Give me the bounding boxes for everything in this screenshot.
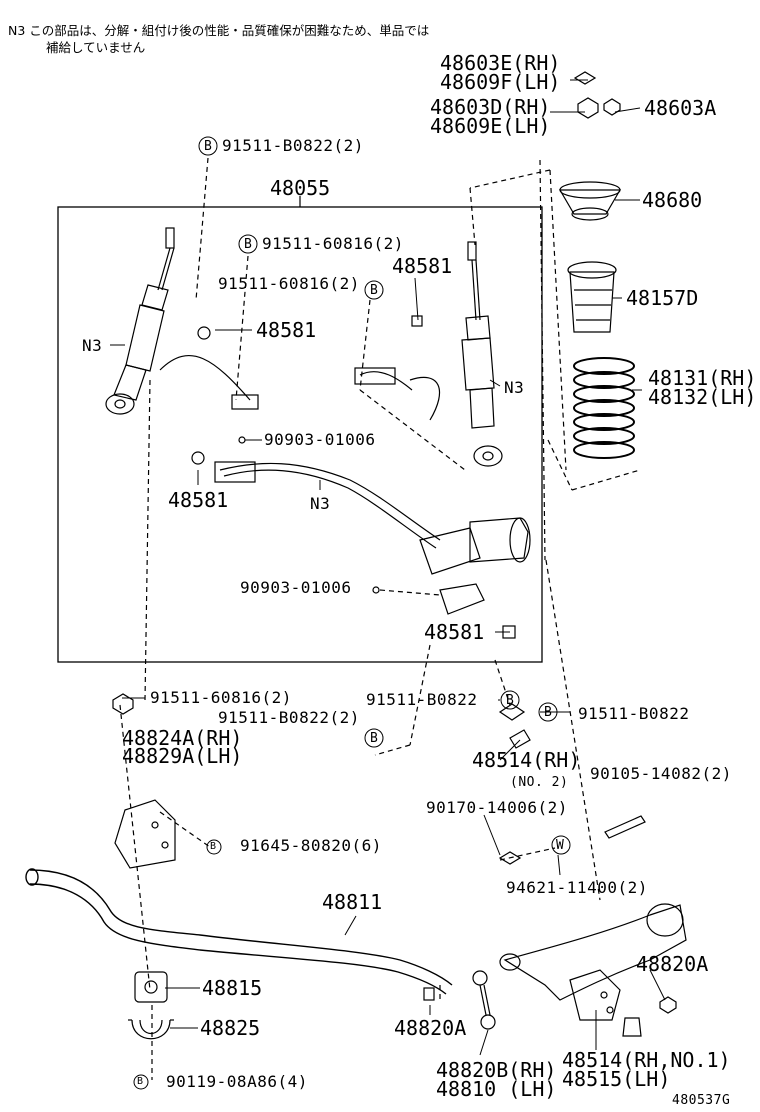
part-label: 48829A(LH) [122,744,243,768]
leader-dashed [359,299,371,391]
leader-dashed [195,157,209,301]
part-label: N3 [504,378,525,397]
part-label: 48825 [200,1016,261,1040]
bushing-48815 [134,971,168,1003]
part-label: 48603E(RH) [440,51,561,75]
part-label: 48811 [322,890,383,914]
stabilizer-link-48820B [423,970,496,1030]
leader-dashed [549,169,567,471]
bump-stopper-48157D [567,261,617,333]
part-label: 91511-B0822 [578,704,690,723]
leader-dashed [545,559,601,901]
part-label: 48581 [256,318,317,342]
note-text: N3 この部品は、分解・組付け後の性能・品質確保が困難なため、単品では 補給して… [8,22,429,56]
part-label: 48055 [270,176,331,200]
part-label: 48581 [392,254,453,278]
leader-dashed [409,644,431,746]
part-label: 48680 [642,188,703,212]
part-label: 91511-B0822 [366,690,478,709]
part-label: 91511-60816(2) [150,688,292,707]
figure-id: 480537G [672,1093,731,1108]
part-label: 48603D(RH) [430,95,551,119]
nut-48603D [577,97,599,119]
marker-b: B [204,139,213,154]
part-label: 48815 [202,976,263,1000]
part-label: 48514(RH) [472,748,581,772]
marker-w: W [556,838,565,853]
part-label: 48132(LH) [648,385,757,409]
part-label: 91511-60816(2) [218,274,360,293]
leader-dashed [235,255,249,401]
leader-dashed [469,187,476,246]
part-label: 90903-01006 [240,578,352,597]
part-label: 91645-80820(6) [240,836,382,855]
part-label: 48581 [424,620,485,644]
note-code: N3 [8,23,26,38]
leader-dashed [374,744,411,756]
marker-circles [133,136,571,1090]
nut-48603E [573,71,597,85]
lower-arm-48514 [499,903,687,1037]
part-label: 90903-01006 [264,430,376,449]
part-label: 48820A [636,952,709,976]
note-line2: 補給していません [46,40,146,55]
part-label: 48609F(LH) [440,70,561,94]
hose-line [159,354,441,549]
part-label: 94621-11400(2) [506,878,648,897]
part-label: 48609E(LH) [430,114,551,138]
marker-b: B [210,841,217,852]
part-label: 48820A [394,1016,467,1040]
shock-absorber-right [461,241,503,467]
leader-dashed [499,847,556,861]
leader-dashed [547,439,573,491]
part-label: N3 [310,494,331,513]
upper-mount-48680 [558,181,622,221]
leader-dashed [144,379,151,701]
part-label: 48810 (LH) [436,1077,557,1101]
part-label: 48581 [168,488,229,512]
marker-b: B [244,237,253,252]
bracket-48825 [128,1019,174,1040]
coil-spring-48131 [573,357,635,459]
leader-dashed [469,169,551,189]
part-label: 48131(RH) [648,366,757,390]
note-line1: この部品は、分解・組付け後の性能・品質確保が困難なため、単品では [29,23,430,38]
part-label: 48515(LH) [562,1067,671,1091]
part-label: 48157D [626,286,699,310]
part-label: 91511-B0822(2) [218,708,360,727]
marker-b: B [544,705,553,720]
part-label: (NO. 2) [510,775,569,790]
part-label: 91511-B0822(2) [222,136,364,155]
leader-dashed [359,389,466,471]
part-label: 48824A(RH) [122,726,243,750]
part-label: 90105-14082(2) [590,764,732,783]
leader-dashed [539,159,546,561]
marker-b: B [506,693,515,708]
part-label: 90170-14006(2) [426,798,568,817]
part-label: 91511-60816(2) [262,234,404,253]
bolt-90105 [604,815,646,839]
part-label: 90119-08A86(4) [166,1072,308,1091]
marker-b: B [137,1076,144,1087]
nut-48603A [603,98,621,116]
leader-dashed [494,659,511,706]
part-label: 48514(RH,NO.1) [562,1048,731,1072]
part-label: 48603A [644,96,717,120]
shock-absorber-left [105,227,175,415]
stabilizer-bar-48811 [25,868,453,995]
leader-dashed [159,811,211,848]
part-label: 48820B(RH) [436,1058,557,1082]
part-label: N3 [82,336,103,355]
bracket-48824A [114,799,176,869]
marker-b: B [370,283,379,298]
air-compressor [419,517,531,615]
marker-b: B [370,731,379,746]
leader-dashed [379,589,441,596]
leader-dashed [571,469,641,491]
